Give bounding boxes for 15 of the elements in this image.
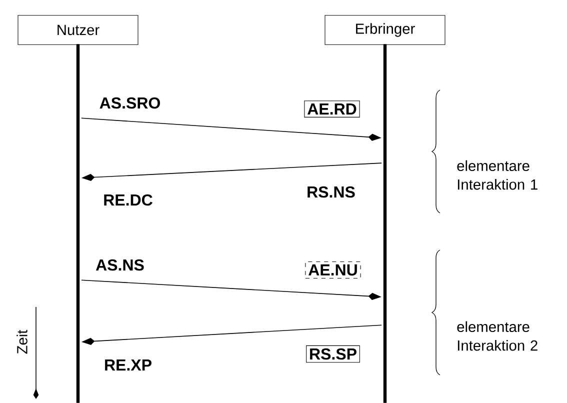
message-label: AS.NS xyxy=(96,259,144,271)
interaction-label: elementare Interaktion 2 xyxy=(457,321,538,351)
participant-box: Erbringer xyxy=(324,15,446,45)
event-box: RS.SP xyxy=(306,345,360,363)
time-label: Zeit xyxy=(16,330,28,354)
message-label: RS.NS xyxy=(308,186,355,198)
message-label: AS.SRO xyxy=(100,97,160,109)
event-box: AE.NU xyxy=(305,261,361,279)
participant-box: Nutzer xyxy=(18,15,138,45)
event-box: AE.RD xyxy=(304,100,360,118)
message-label: RE.XP xyxy=(105,360,152,370)
lifeline xyxy=(383,44,387,403)
message-label: RE.DC xyxy=(104,194,152,206)
interaction-label: elementare Interaktion 1 xyxy=(457,160,538,190)
lifeline xyxy=(76,44,80,403)
